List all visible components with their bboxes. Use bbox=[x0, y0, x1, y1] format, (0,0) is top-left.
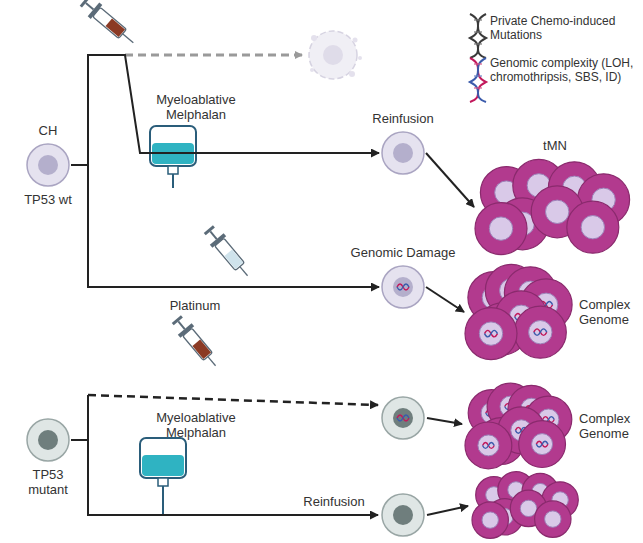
node-label: CH bbox=[39, 123, 58, 138]
iv-bag-icon bbox=[150, 126, 196, 188]
syringe-icon bbox=[201, 223, 254, 281]
cell-shape bbox=[380, 130, 426, 176]
node-label: TP53 mutant bbox=[18, 467, 78, 497]
dna-icon bbox=[470, 14, 486, 58]
cluster-shape bbox=[465, 381, 575, 471]
legend-text: Private Chemo-induced Mutations bbox=[490, 14, 636, 42]
cell-node: tMN bbox=[475, 138, 635, 257]
branch-line bbox=[71, 395, 88, 440]
annotation-label: Reinfusion bbox=[296, 494, 372, 509]
cell-shape bbox=[380, 264, 426, 310]
legend-entry: Genomic complexity (LOH, chromothripsis,… bbox=[490, 56, 636, 84]
reinfused-cell bbox=[380, 492, 426, 538]
node-label: Complex Genome bbox=[579, 411, 637, 441]
cluster-shape bbox=[475, 157, 635, 257]
legend-text: Genomic complexity (LOH, chromothripsis,… bbox=[490, 56, 636, 84]
cell-shape bbox=[380, 395, 426, 441]
connector-arrow bbox=[426, 153, 474, 207]
damaged-cell bbox=[380, 395, 426, 441]
node-label: TP53 wt bbox=[24, 192, 72, 207]
legend-entry: Private Chemo-induced Mutations bbox=[490, 14, 636, 42]
cell-shape bbox=[25, 142, 71, 188]
cell-node: CH TP53 wt bbox=[24, 123, 72, 207]
syringe-icon bbox=[169, 313, 222, 371]
cluster-shape bbox=[472, 470, 582, 540]
dashed-arrow bbox=[125, 54, 302, 57]
syringe-icon bbox=[78, 0, 139, 50]
node-label: tMN bbox=[543, 138, 567, 153]
annotation-label: Myeloablative Melphalan bbox=[148, 92, 244, 122]
annotation-label: Myeloablative Melphalan bbox=[148, 410, 244, 440]
cell-cluster: Complex Genome bbox=[465, 262, 637, 362]
cell-node: TP53 mutant bbox=[18, 417, 78, 497]
cell-node: Genomic Damage bbox=[351, 245, 456, 310]
dashed-arrow bbox=[88, 395, 378, 405]
cluster-shape bbox=[465, 262, 575, 362]
cell-shape bbox=[380, 492, 426, 538]
connector-arrow bbox=[71, 55, 379, 165]
node-label: Complex Genome bbox=[579, 297, 637, 327]
node-label: Reinfusion bbox=[372, 111, 433, 126]
annotation-label: Platinum bbox=[160, 298, 230, 313]
node-label: Genomic Damage bbox=[351, 245, 456, 260]
connector-arrow bbox=[71, 165, 379, 287]
cell-node: Reinfusion bbox=[372, 111, 433, 176]
iv-bag-icon bbox=[140, 438, 186, 514]
cell-cluster: Complex Genome bbox=[465, 381, 637, 471]
reinfusion-line bbox=[88, 440, 378, 515]
connector-arrow bbox=[426, 287, 464, 312]
arrow bbox=[427, 418, 462, 424]
dna-complex-icon bbox=[470, 58, 486, 102]
cell-shape bbox=[25, 417, 71, 463]
cell-cluster bbox=[472, 470, 582, 540]
arrow bbox=[427, 506, 468, 515]
dying-cell bbox=[309, 31, 362, 79]
